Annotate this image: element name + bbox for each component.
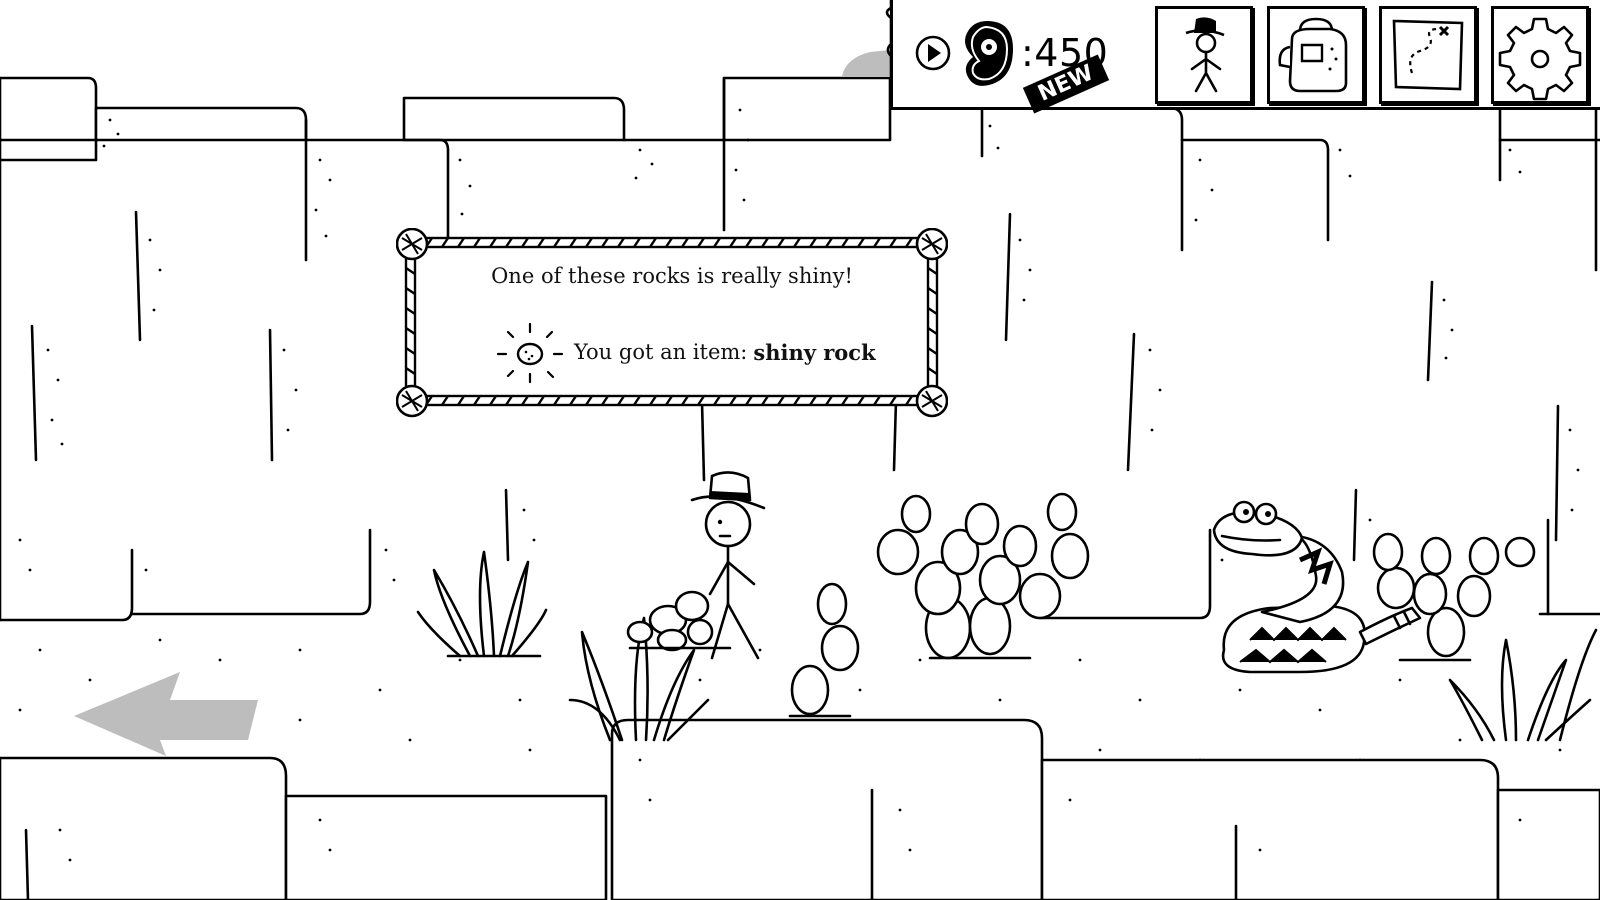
rope-frame (396, 228, 948, 418)
foreground-rocks (0, 718, 1600, 900)
rattlesnake-enemy[interactable] (1212, 500, 1422, 674)
item-prefix: You got an item: (574, 340, 748, 364)
gear-icon (1498, 17, 1582, 101)
rock-pile[interactable] (626, 590, 732, 652)
dialog-message: One of these rocks is really shiny! (491, 264, 853, 288)
inventory-button[interactable] (1267, 6, 1365, 104)
small-cactus (788, 582, 860, 718)
left-exit-arrow[interactable] (74, 672, 258, 756)
player-cowboy[interactable] (690, 471, 766, 660)
character-button[interactable] (1155, 6, 1253, 104)
backpack-icon (1278, 17, 1348, 93)
settings-button[interactable] (1491, 6, 1589, 104)
item-received-row: You got an item: shiny rock (496, 320, 876, 384)
treasure-map-icon (1392, 19, 1464, 91)
hud-frame-bracket (885, 0, 893, 96)
prickly-pear-cactus (1372, 532, 1536, 662)
map-button[interactable] (1379, 6, 1477, 104)
top-exit-arrow[interactable] (842, 50, 890, 76)
cowboy-icon (1185, 17, 1225, 93)
shiny-rock-icon (496, 322, 564, 384)
item-name: shiny rock (753, 339, 876, 365)
top-hud: :450 NEW (885, 0, 1600, 114)
agave-plant (416, 550, 548, 658)
agave-plant (568, 616, 710, 742)
agave-plant (1448, 628, 1598, 742)
play-icon[interactable] (913, 33, 953, 73)
meat-icon (965, 21, 1013, 86)
wall-stipple (18, 108, 1580, 582)
prickly-pear-cactus (876, 492, 1090, 660)
item-dialog: One of these rocks is really shiny! You … (396, 228, 948, 418)
canyon-wall (0, 76, 1600, 622)
